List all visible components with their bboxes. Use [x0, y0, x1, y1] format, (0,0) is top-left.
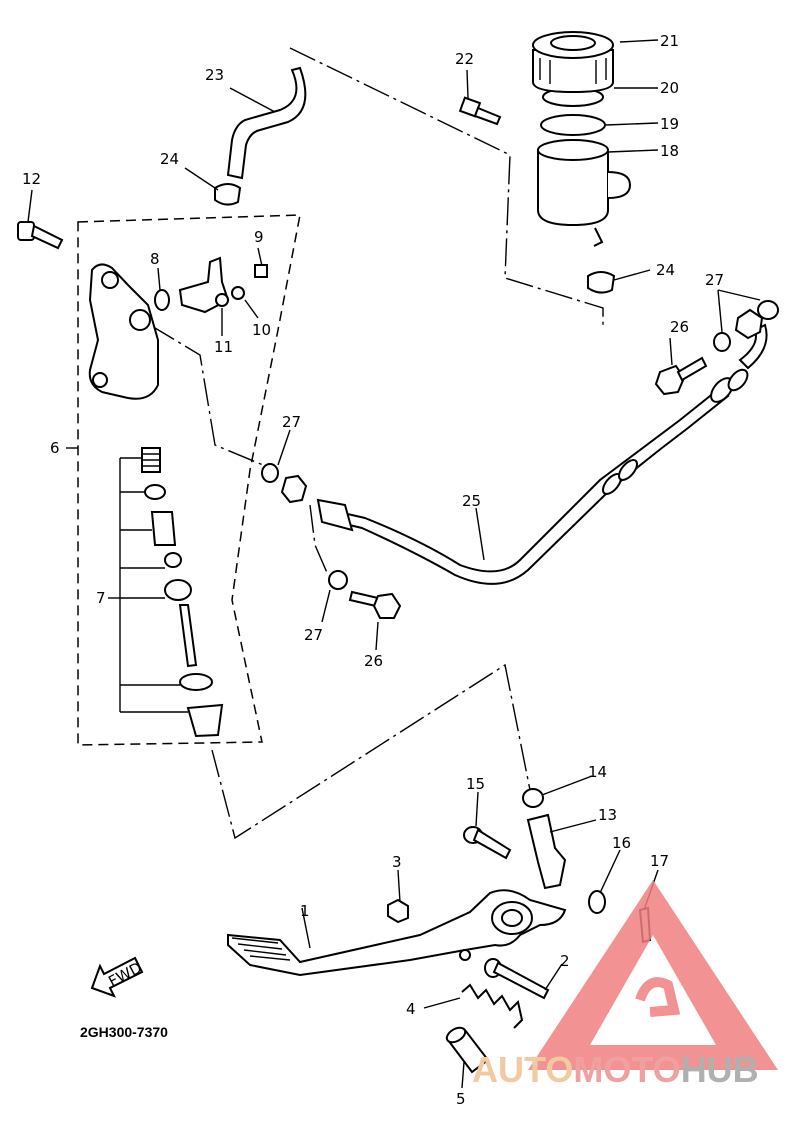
brake-hose-25 [326, 386, 730, 585]
bolt-12 [17, 221, 64, 250]
callout-24-lower: 24 [656, 261, 675, 279]
watermark-auto: AUTO [472, 1049, 573, 1090]
callout-26-right: 26 [670, 318, 689, 336]
callout-10: 10 [252, 321, 271, 339]
callout-2: 2 [560, 952, 570, 970]
part-code: 2GH300-7370 [80, 1024, 168, 1040]
callout-24-upper: 24 [160, 150, 179, 168]
bolt-22 [458, 96, 502, 126]
callout-15: 15 [466, 775, 485, 793]
callout-14: 14 [588, 763, 607, 781]
washer-16 [588, 890, 606, 914]
callout-27-upper: 27 [282, 413, 301, 431]
callout-4: 4 [406, 1000, 416, 1018]
clevis-13 [526, 813, 567, 890]
callout-7: 7 [96, 589, 106, 607]
forward-arrow-icon: FWD [90, 956, 145, 998]
hose-23 [226, 66, 307, 180]
callout-27-lower: 27 [304, 626, 323, 644]
leader-lines [27, 39, 761, 1089]
callout-11: 11 [214, 338, 233, 356]
brake-pedal-1 [227, 889, 567, 977]
callout-18: 18 [660, 142, 679, 160]
phantom-line-washer [309, 504, 329, 576]
callout-23: 23 [205, 66, 224, 84]
callout-13: 13 [598, 806, 617, 824]
bolt-26-left [348, 590, 402, 619]
callout-19: 19 [660, 115, 679, 133]
phantom-line-reservoir [289, 47, 604, 325]
watermark-text: AUTOMOTOHUB [472, 1049, 759, 1090]
pin-15 [463, 826, 512, 860]
washer-11 [215, 293, 229, 307]
callout-21: 21 [660, 32, 679, 50]
master-cylinder-body [88, 263, 159, 400]
washer-10 [231, 286, 245, 300]
watermark-triangle-icon [528, 880, 778, 1070]
clip-24-upper [214, 183, 242, 206]
nut-3 [387, 898, 409, 924]
callout-25: 25 [462, 492, 481, 510]
spring-4 [461, 983, 524, 1029]
callout-22: 22 [455, 50, 474, 68]
callout-3: 3 [392, 853, 402, 871]
bolt-26-right [654, 356, 708, 396]
bolt-2 [484, 958, 550, 1000]
washer-27-c [713, 332, 731, 352]
internal-parts-7 [119, 447, 224, 738]
callout-5: 5 [456, 1090, 466, 1108]
callout-26-lower: 26 [364, 652, 383, 670]
callout-12: 12 [22, 170, 41, 188]
callout-9: 9 [254, 228, 264, 246]
washer-27-a [261, 463, 279, 483]
washer-27-d [757, 300, 779, 320]
watermark-moto: MOTO [573, 1049, 680, 1090]
callout-1: 1 [300, 902, 310, 920]
clip-24-lower [587, 271, 616, 294]
callout-20: 20 [660, 79, 679, 97]
phantom-line-banjo [149, 324, 276, 471]
callout-6: 6 [50, 439, 60, 457]
watermark-hub: HUB [681, 1049, 759, 1090]
callout-labels: 21 20 19 18 22 23 24 24 27 26 12 9 8 10 … [22, 32, 724, 1108]
callout-8: 8 [150, 250, 160, 268]
washer-27-b [328, 570, 348, 590]
reservoir-assembly [532, 31, 632, 247]
assembly-dashed-box [77, 214, 301, 746]
callout-27-right: 27 [705, 271, 724, 289]
callout-16: 16 [612, 834, 631, 852]
watermark-logo [528, 880, 778, 1070]
callout-17: 17 [650, 852, 669, 870]
nut-14 [522, 788, 544, 808]
o-ring-8 [154, 289, 170, 311]
screw-9 [254, 264, 268, 278]
phantom-line-pushrod [211, 663, 531, 840]
